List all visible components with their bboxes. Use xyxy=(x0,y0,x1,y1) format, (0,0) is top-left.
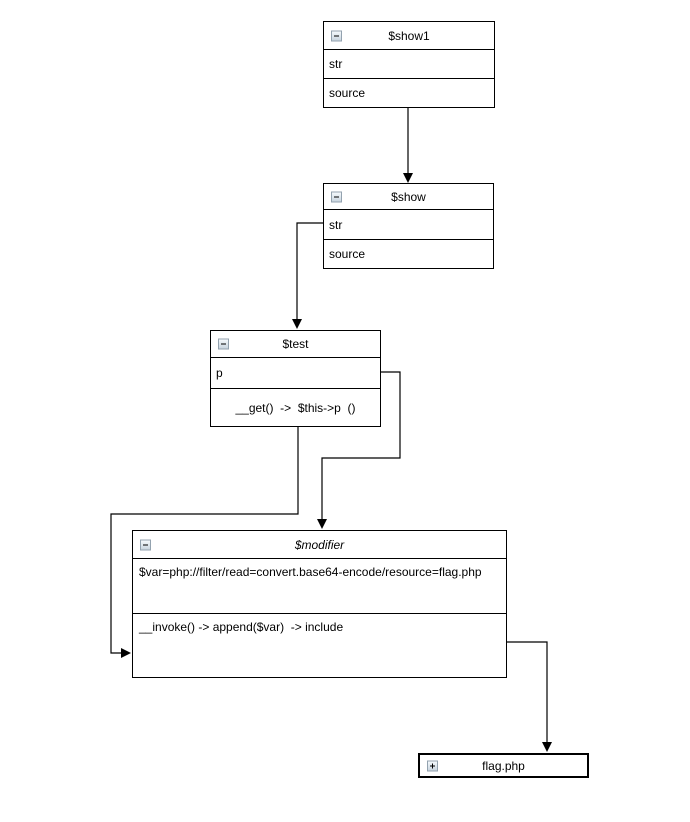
show1-title-bar: $show1 xyxy=(324,22,494,50)
collapse-minus-icon[interactable] xyxy=(140,539,151,550)
show-title-bar: $show xyxy=(324,184,493,210)
test-row-get-method: __get() -> $this->p () xyxy=(235,400,356,415)
class-box-show[interactable]: $show str source xyxy=(323,183,494,269)
modifier-row-invoke-method: __invoke() -> append($var) -> include xyxy=(139,620,344,634)
class-box-show1[interactable]: $show1 str source xyxy=(323,21,495,108)
modifier-row-var: $var=php://filter/read=convert.base64-en… xyxy=(133,559,506,614)
edge-show-str-to-test xyxy=(292,222,323,329)
collapse-minus-icon[interactable] xyxy=(331,191,342,202)
edge-modifier-invoke-to-flag xyxy=(507,641,552,752)
test-title-bar: $test xyxy=(211,331,380,358)
show1-row-str: str xyxy=(324,50,494,79)
class-box-modifier[interactable]: $modifier $var=php://filter/read=convert… xyxy=(132,530,507,678)
collapse-minus-icon[interactable] xyxy=(331,30,342,41)
flag-title-bar: flag.php xyxy=(420,755,587,776)
test-row-p: p xyxy=(211,358,380,389)
arrowhead-right xyxy=(121,648,131,658)
show-row-source: source xyxy=(329,247,366,261)
collapse-minus-icon[interactable] xyxy=(218,338,229,350)
modifier-title: $modifier xyxy=(294,537,345,552)
arrowhead-down xyxy=(542,742,552,752)
edge-test-p-to-modifier xyxy=(317,371,401,529)
show-title: $show xyxy=(391,189,426,204)
show-row-str: str xyxy=(324,210,493,240)
arrowhead-down xyxy=(317,519,327,529)
test-title: $test xyxy=(282,337,309,351)
class-box-test[interactable]: $test p __get() -> $this->p () xyxy=(210,330,381,427)
show1-row-source: source xyxy=(329,86,366,100)
edge-show1-source-to-show xyxy=(403,95,413,183)
flag-title: flag.php xyxy=(482,758,525,773)
arrowhead-down xyxy=(292,319,302,329)
show1-title: $show1 xyxy=(388,28,430,43)
modifier-title-bar: $modifier xyxy=(133,531,506,559)
edge-test-get-to-modifier-invoke xyxy=(110,427,299,658)
class-box-flag-php[interactable]: flag.php xyxy=(418,753,589,778)
arrowhead-down xyxy=(403,173,413,183)
expand-plus-icon[interactable] xyxy=(427,760,438,771)
